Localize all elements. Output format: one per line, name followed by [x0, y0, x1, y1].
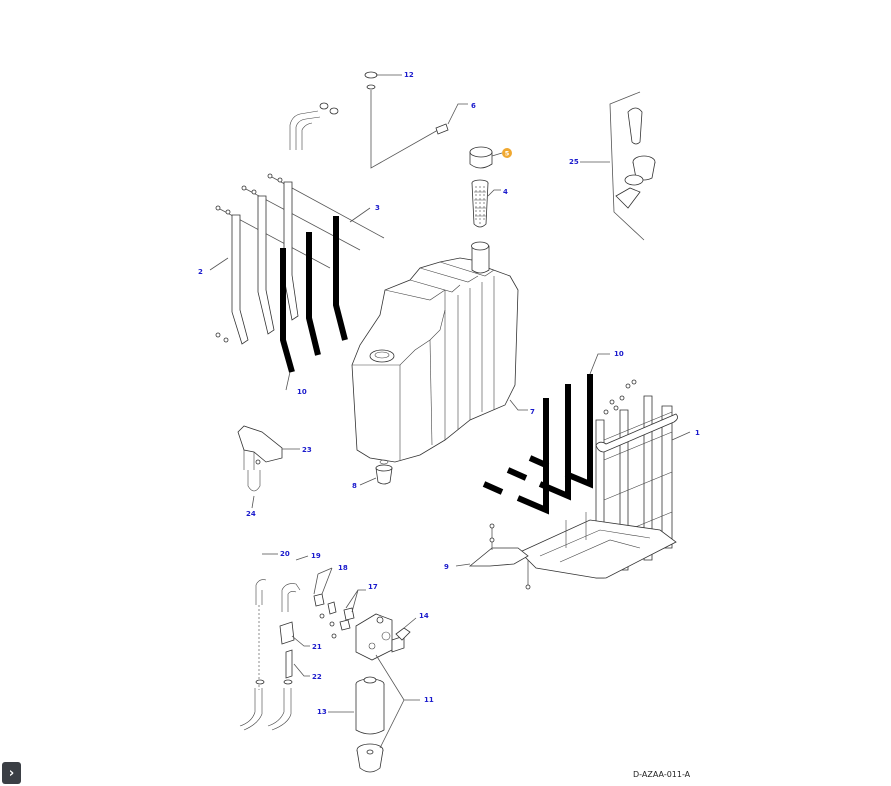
label-9: 9 — [444, 563, 449, 571]
mounting-bracket-23[interactable] — [237, 425, 283, 492]
expand-panel-button[interactable]: › — [2, 762, 21, 784]
label-21: 21 — [312, 643, 322, 651]
level-sender[interactable] — [364, 71, 449, 169]
support-bracket[interactable] — [468, 523, 529, 567]
drain-plug[interactable] — [375, 459, 393, 485]
diagram-reference-code: D-AZAA-011-A — [633, 770, 691, 779]
fuel-tank[interactable] — [351, 241, 519, 463]
vent-hoses[interactable] — [289, 102, 339, 150]
label-8: 8 — [352, 482, 357, 490]
label-2: 2 — [198, 268, 203, 276]
part-labels: 1 2 3 4 6 7 8 9 10 10 11 12 13 14 17 18 … — [198, 71, 700, 716]
label-24: 24 — [246, 510, 256, 518]
tank-frame[interactable] — [519, 379, 678, 590]
label-17: 17 — [368, 583, 378, 591]
label-23: 23 — [302, 446, 312, 454]
filler-cap[interactable] — [469, 146, 493, 169]
label-12: 12 — [404, 71, 414, 79]
label-4: 4 — [503, 188, 508, 196]
label-1: 1 — [695, 429, 700, 437]
label-22: 22 — [312, 673, 322, 681]
rubber-strips-left[interactable] — [280, 216, 348, 373]
label-19: 19 — [311, 552, 321, 560]
label-7: 7 — [530, 408, 535, 416]
label-25: 25 — [569, 158, 579, 166]
label-20: 20 — [280, 550, 290, 558]
label-13: 13 — [317, 708, 327, 716]
rubber-strips-right[interactable] — [482, 374, 593, 515]
label-18: 18 — [338, 564, 348, 572]
strap-brackets[interactable] — [215, 173, 385, 345]
label-5: 5 — [505, 150, 510, 158]
filler-strainer[interactable] — [471, 179, 489, 228]
label-3: 3 — [375, 204, 380, 212]
chevron-right-icon: › — [8, 765, 15, 781]
leader-lines — [209, 74, 691, 749]
inset-cap-detail[interactable] — [609, 91, 656, 241]
label-6: 6 — [471, 102, 476, 110]
label-10-left: 10 — [297, 388, 307, 396]
fuel-filter-assembly[interactable] — [239, 579, 411, 773]
label-10-right: 10 — [614, 350, 624, 358]
label-11: 11 — [424, 696, 434, 704]
highlighted-part-label-5[interactable]: 5 — [502, 148, 512, 158]
label-14: 14 — [419, 612, 429, 620]
